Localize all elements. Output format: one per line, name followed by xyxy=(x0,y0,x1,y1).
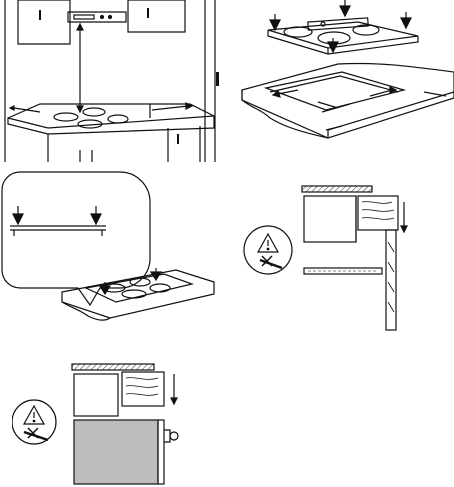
upper-box xyxy=(74,374,118,416)
seal-rail xyxy=(10,226,106,236)
cooktop-drop-in xyxy=(228,0,454,150)
screwdriver-prohibited-icon xyxy=(260,256,282,268)
range-hood xyxy=(68,12,126,22)
cabinet-drawer-section xyxy=(242,182,422,332)
wood-block-oven xyxy=(122,372,164,406)
magnifier-outline xyxy=(2,172,150,305)
cooktop-glass xyxy=(268,18,418,54)
cabinet-oven-section xyxy=(12,358,202,487)
warning-symbol-group-oven xyxy=(12,400,56,444)
warning-triangle-icon xyxy=(258,234,278,252)
upper-cabinet-left xyxy=(18,0,70,44)
drawer-box xyxy=(304,196,356,242)
upper-cabinet-right xyxy=(128,0,185,32)
warning-triangle-icon-oven xyxy=(24,406,44,424)
top-seal-strip-oven xyxy=(72,364,154,370)
seal-detail-magnified xyxy=(0,170,225,330)
wood-post xyxy=(386,230,396,330)
built-in-oven xyxy=(74,420,158,484)
countertop xyxy=(8,104,214,134)
cooktop-clearance-overview xyxy=(0,0,225,165)
wood-block xyxy=(358,196,398,230)
wood-shelf xyxy=(304,268,382,274)
top-seal-strip xyxy=(302,186,372,192)
screwdriver-prohibited-icon-oven xyxy=(24,428,48,440)
hood-height-arrow xyxy=(77,24,83,112)
press-down-arrows xyxy=(270,0,411,52)
press-arrows-detail xyxy=(13,206,101,224)
countertop-slab xyxy=(242,63,454,138)
oven-knob xyxy=(164,430,178,442)
warning-symbol-group xyxy=(244,226,292,274)
